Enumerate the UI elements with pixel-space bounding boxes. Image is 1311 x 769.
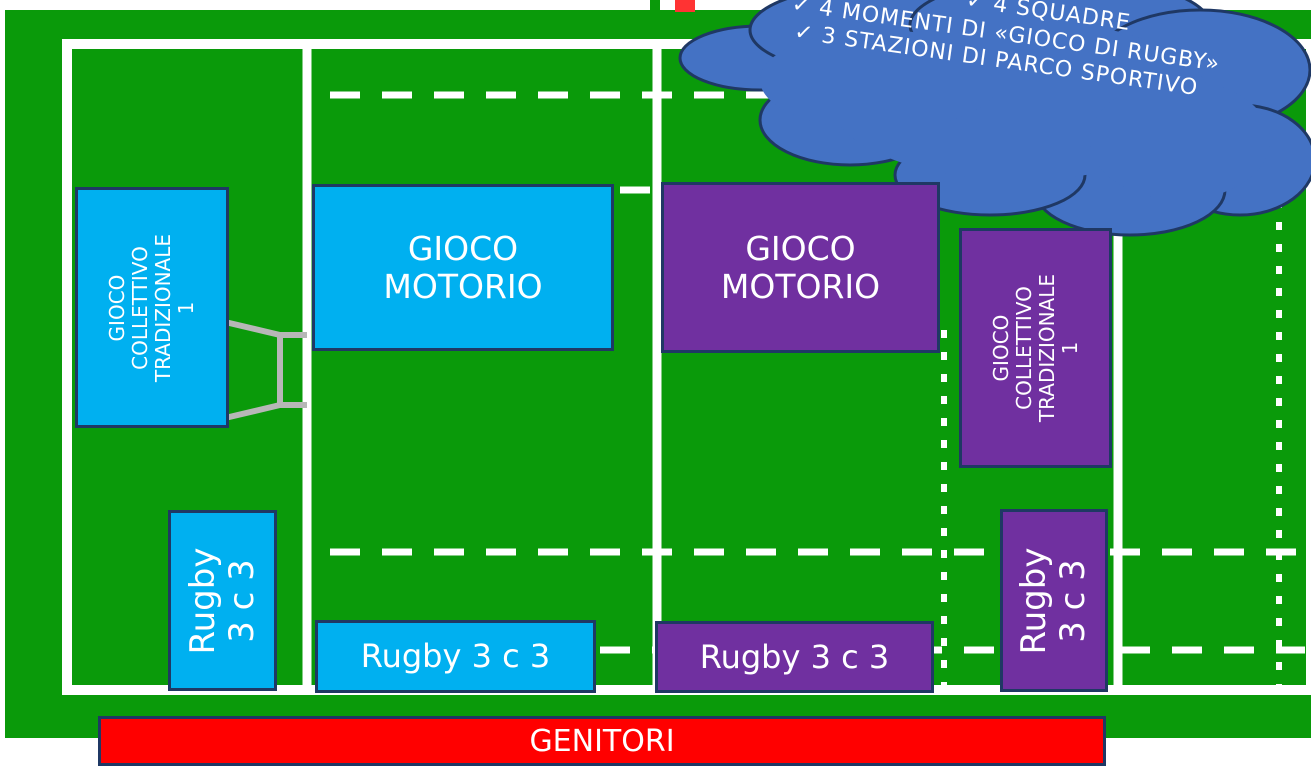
- parents-label: GENITORI: [529, 723, 675, 759]
- purple-collettivo-line-1: GIOCO: [988, 314, 1013, 382]
- blue-collettivo-line-1: GIOCO: [105, 274, 129, 341]
- zone-blue-collettivo[interactable]: GIOCO COLLETTIVO TRADIZIONALE 1: [75, 187, 229, 428]
- zone-blue-motorio[interactable]: GIOCO MOTORIO: [312, 184, 614, 351]
- blue-motorio-line-2: MOTORIO: [383, 266, 543, 306]
- parents-bar: GENITORI: [98, 716, 1106, 766]
- zone-blue-rugby-horizontal[interactable]: Rugby 3 c 3: [315, 620, 596, 693]
- goal-posts: [224, 319, 307, 421]
- blue-collettivo-line-4: 1: [174, 301, 198, 314]
- zone-blue-rugby-vertical[interactable]: Rugby 3 c 3: [168, 510, 277, 691]
- purple-rugby-v-line-1: Rugby: [1013, 547, 1054, 654]
- zone-purple-motorio[interactable]: GIOCO MOTORIO: [661, 182, 940, 353]
- blue-rugby-v-line-2: 3 c 3: [221, 558, 262, 643]
- blue-collettivo-line-3: TRADIZIONALE: [151, 233, 175, 382]
- flag-marker: [650, 0, 660, 12]
- cloud-callout: [678, 0, 1311, 237]
- purple-collettivo-line-2: COLLETTIVO: [1011, 286, 1036, 410]
- zone-purple-collettivo[interactable]: GIOCO COLLETTIVO TRADIZIONALE 1: [959, 228, 1112, 468]
- purple-collettivo-line-4: 1: [1057, 341, 1082, 355]
- blue-motorio-line-1: GIOCO: [407, 228, 519, 268]
- blue-collettivo-line-2: COLLETTIVO: [128, 245, 152, 370]
- zone-purple-rugby-horizontal[interactable]: Rugby 3 c 3: [655, 621, 934, 693]
- purple-motorio-line-2: MOTORIO: [720, 266, 881, 306]
- flag-marker-red: [675, 0, 695, 12]
- zone-purple-rugby-vertical[interactable]: Rugby 3 c 3: [1000, 509, 1108, 692]
- blue-rugby-h-label: Rugby 3 c 3: [360, 637, 551, 676]
- purple-motorio-line-1: GIOCO: [745, 228, 856, 268]
- purple-rugby-h-label: Rugby 3 c 3: [699, 637, 890, 676]
- purple-rugby-v-line-2: 3 c 3: [1053, 558, 1093, 643]
- blue-rugby-v-line-1: Rugby: [182, 547, 223, 654]
- purple-collettivo-line-3: TRADIZIONALE: [1034, 273, 1059, 423]
